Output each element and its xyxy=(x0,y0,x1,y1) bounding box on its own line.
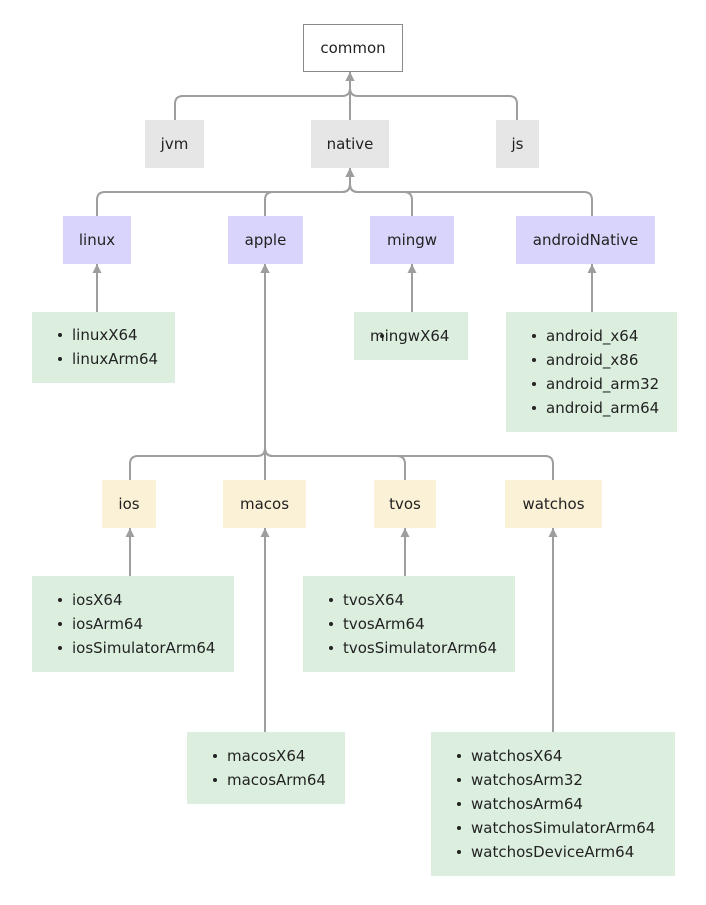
node-mingw: mingw xyxy=(370,216,454,264)
targets-linux: linuxX64 linuxArm64 xyxy=(32,312,175,383)
edge-watchos-apple xyxy=(260,264,554,480)
node-apple: apple xyxy=(228,216,303,264)
targets-mingw: mingwX64 xyxy=(354,312,468,360)
edge-jvm-common xyxy=(174,72,355,120)
node-js: js xyxy=(496,120,539,168)
target-watchosArm32: watchosArm32 xyxy=(431,768,675,792)
target-tvosArm64: tvosArm64 xyxy=(303,612,515,636)
targets-ios: iosX64 iosArm64 iosSimulatorArm64 xyxy=(32,576,234,672)
target-macosArm64: macosArm64 xyxy=(187,768,345,792)
target-tvosX64: tvosX64 xyxy=(303,588,515,612)
node-jvm: jvm xyxy=(145,120,204,168)
target-android_x64: android_x64 xyxy=(506,324,677,348)
node-native: native xyxy=(311,120,389,168)
target-android_arm32: android_arm32 xyxy=(506,372,677,396)
node-androidNative: androidNative xyxy=(516,216,655,264)
target-mingwX64: mingwX64 xyxy=(354,324,468,348)
targets-androidNative: android_x64 android_x86 android_arm32 an… xyxy=(506,312,677,432)
targets-tvos: tvosX64 tvosArm64 tvosSimulatorArm64 xyxy=(303,576,515,672)
target-watchosSimulatorArm64: watchosSimulatorArm64 xyxy=(431,816,675,840)
targets-macos: macosX64 macosArm64 xyxy=(187,732,345,804)
target-iosSimulatorArm64: iosSimulatorArm64 xyxy=(32,636,234,660)
node-watchos: watchos xyxy=(505,480,602,528)
edge-tvos-apple xyxy=(260,264,406,480)
target-watchosArm64: watchosArm64 xyxy=(431,792,675,816)
target-android_x86: android_x86 xyxy=(506,348,677,372)
target-watchosDeviceArm64: watchosDeviceArm64 xyxy=(431,840,675,864)
target-tvosSimulatorArm64: tvosSimulatorArm64 xyxy=(303,636,515,660)
target-android_arm64: android_arm64 xyxy=(506,396,677,420)
target-linuxX64: linuxX64 xyxy=(32,323,175,347)
target-linuxArm64: linuxArm64 xyxy=(32,347,175,371)
node-macos: macos xyxy=(223,480,306,528)
edge-androidNative-native xyxy=(345,168,593,216)
target-macosX64: macosX64 xyxy=(187,744,345,768)
target-iosX64: iosX64 xyxy=(32,588,234,612)
node-tvos: tvos xyxy=(374,480,436,528)
node-ios: ios xyxy=(102,480,156,528)
edge-js-common xyxy=(345,72,518,120)
target-iosArm64: iosArm64 xyxy=(32,612,234,636)
targets-watchos: watchosX64 watchosArm32 watchosArm64 wat… xyxy=(431,732,675,876)
target-watchosX64: watchosX64 xyxy=(431,744,675,768)
edge-apple-native xyxy=(264,168,355,216)
node-common: common xyxy=(303,24,403,72)
node-linux: linux xyxy=(63,216,131,264)
